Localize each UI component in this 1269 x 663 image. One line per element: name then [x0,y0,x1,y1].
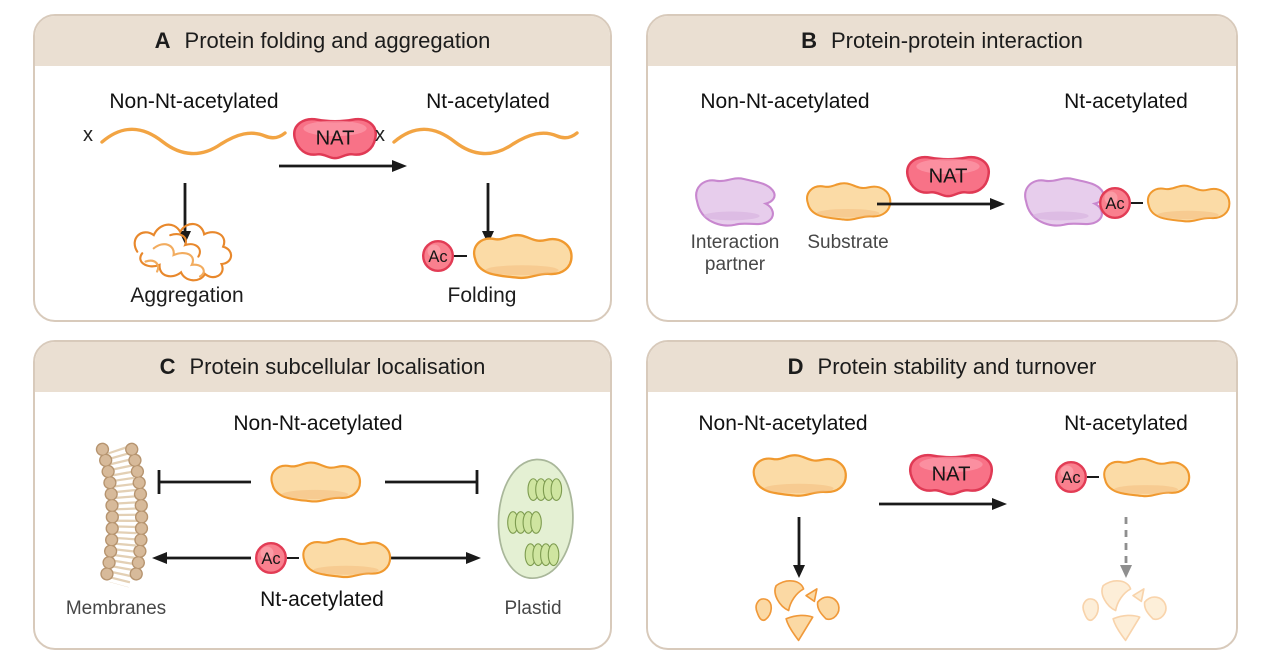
nat-enzyme-icon [909,453,993,496]
panel-b-letter: B [801,28,817,53]
panel-c: C Protein subcellular localisation Non-N… [33,340,612,650]
ac-linker [1087,476,1099,478]
plastid-icon [497,458,574,580]
inhibition-bar-right [385,470,479,494]
degraded-fragments-icon [755,579,840,642]
ac-badge [422,239,454,272]
membranes-label: Membranes [65,598,167,619]
non-acetylated-label: Non-Nt-acetylated [233,412,403,435]
interaction-partner-icon [695,177,776,227]
panel-d-header: D Protein stability and turnover [648,342,1236,392]
reaction-arrow [277,158,409,174]
x-terminus-mark: x [375,124,385,146]
panel-a-body: Non-Nt-acetylated Nt-acetylated x x Aggr… [35,66,610,320]
plastid-label: Plastid [504,598,562,619]
aggregation-label: Aggregation [130,284,244,307]
acetylated-label: Nt-acetylated [1064,90,1188,113]
targeting-arrow-right [382,552,481,564]
panel-d-body: Non-Nt-acetylated Nt-acetylated [648,392,1236,648]
acetylated-label: Nt-acetylated [426,90,550,113]
panel-d-letter: D [787,354,804,379]
nat-enzyme-icon [293,117,377,160]
reaction-arrow [877,496,1009,512]
aggregate-icon [133,222,233,282]
folded-protein-icon [472,233,573,280]
degradation-arrow [791,515,807,580]
panel-a: A Protein folding and aggregation Non-Nt… [33,14,612,322]
panel-d-title: Protein stability and turnover [817,354,1097,379]
x-terminus-mark: x [83,124,93,146]
non-acetylated-protein-icon [270,461,362,503]
nat-enzyme-icon [906,155,990,198]
panel-c-header: C Protein subcellular localisation [35,342,610,392]
panel-c-body: Non-Nt-acetylated Membranes Plastid Nt-a… [35,392,610,648]
interaction-partner-label: Interaction partner [691,232,780,277]
panel-a-title: Protein folding and aggregation [184,28,491,53]
ac-linker [287,557,299,559]
degraded-fragments-icon-faded [1082,579,1167,642]
unfolded-protein-icon [392,127,579,156]
panel-c-title: Protein subcellular localisation [189,354,486,379]
panel-a-header: A Protein folding and aggregation [35,16,610,66]
panel-b-header: B Protein-protein interaction [648,16,1236,66]
acetylated-protein-icon [302,537,392,579]
slow-degradation-arrow [1120,517,1132,578]
ac-linker [1131,202,1143,204]
ac-badge [255,542,287,574]
interaction-partner-label-line2: partner [704,254,766,276]
non-acetylated-label: Non-Nt-acetylated [698,412,868,435]
acetylated-label: Nt-acetylated [260,588,384,611]
non-acetylated-protein-icon [752,454,847,497]
targeting-arrow-left [152,552,251,564]
reaction-arrow [875,196,1007,212]
panel-b-title: Protein-protein interaction [830,28,1083,53]
inhibition-bar-left [157,470,251,494]
panel-b-body: Non-Nt-acetylated Nt-acetylated Interact… [648,66,1236,320]
non-acetylated-label: Non-Nt-acetylated [700,90,870,113]
acetylated-label: Nt-acetylated [1064,412,1188,435]
substrate-label: Substrate [807,232,889,253]
acetylated-protein-icon [1103,457,1191,498]
substrate-protein-icon [806,182,892,221]
membrane-icon [87,442,149,592]
interaction-partner-icon [1024,177,1105,227]
ac-linker [454,255,467,257]
folding-label: Folding [447,284,517,307]
non-acetylated-label: Non-Nt-acetylated [109,90,279,113]
interaction-partner-label-line1: Interaction [690,232,780,253]
substrate-protein-icon [1146,184,1231,223]
ac-badge [1098,186,1132,220]
panel-b: B Protein-protein interaction Non-Nt-ace… [646,14,1238,322]
panel-a-letter: A [154,28,171,53]
panel-c-letter: C [159,354,176,379]
panel-d: D Protein stability and turnover Non-Nt-… [646,340,1238,650]
ac-badge [1054,461,1088,493]
unfolded-protein-icon [100,127,287,156]
